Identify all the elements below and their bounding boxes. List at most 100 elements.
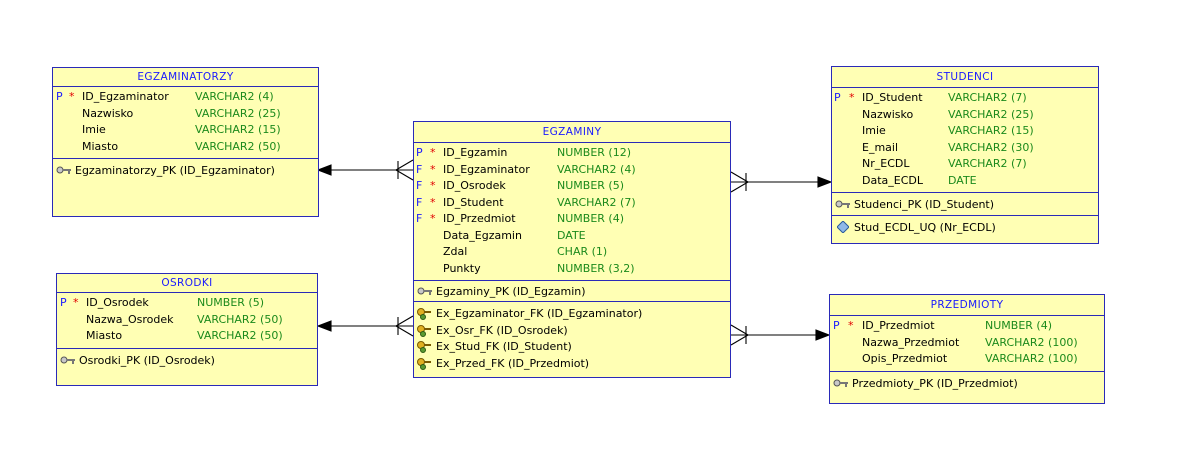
mandatory-marker: * <box>430 212 436 225</box>
column-row[interactable]: Data_ECDL DATE <box>832 173 1098 190</box>
column-row[interactable]: Miasto VARCHAR2 (50) <box>57 328 317 345</box>
column-row[interactable]: Nazwa_Osrodek VARCHAR2 (50) <box>57 312 317 329</box>
column-name: Punkty <box>443 261 481 275</box>
column-row[interactable]: Nazwa_Przedmiot VARCHAR2 (100) <box>830 335 1104 352</box>
column-row[interactable]: Nazwisko VARCHAR2 (25) <box>832 107 1098 124</box>
column-row[interactable]: P * ID_Osrodek NUMBER (5) <box>57 295 317 312</box>
column-row[interactable]: Nr_ECDL VARCHAR2 (7) <box>832 156 1098 173</box>
primary-key-label: Egzaminy_PK (ID_Egzamin) <box>436 285 586 298</box>
unique-key-icon <box>837 221 849 233</box>
column-name: Nazwa_Osrodek <box>86 312 174 326</box>
foreign-key-row[interactable]: Ex_Osr_FK (ID_Osrodek) <box>414 322 730 339</box>
foreign-key-icon <box>417 308 431 320</box>
column-row[interactable]: Nazwisko VARCHAR2 (25) <box>53 106 318 123</box>
keys-section: Egzaminatorzy_PK (ID_Egzaminator) <box>53 159 318 179</box>
uk-section: Stud_ECDL_UQ (Nr_ECDL) <box>832 216 1098 236</box>
primary-key-row[interactable]: Studenci_PK (ID_Student) <box>832 196 1098 213</box>
pk-section: Egzaminy_PK (ID_Egzamin) <box>414 281 730 302</box>
column-row[interactable]: Imie VARCHAR2 (15) <box>53 122 318 139</box>
primary-key-marker: P <box>60 296 67 309</box>
entity-title: EGZAMINATORZY <box>53 68 318 87</box>
entity-title: EGZAMINY <box>414 122 730 143</box>
column-row[interactable]: Data_Egzamin DATE <box>414 228 730 245</box>
key-icon <box>835 200 850 208</box>
foreign-key-row[interactable]: Ex_Egzaminator_FK (ID_Egzaminator) <box>414 305 730 322</box>
column-row[interactable]: Imie VARCHAR2 (15) <box>832 123 1098 140</box>
keys-section: Przedmioty_PK (ID_Przedmiot) <box>830 372 1104 392</box>
column-type: DATE <box>948 173 977 187</box>
column-type: DATE <box>557 228 586 242</box>
keys-section: Osrodki_PK (ID_Osrodek) <box>57 349 317 369</box>
primary-key-marker: P <box>416 146 423 159</box>
column-row[interactable]: F * ID_Osrodek NUMBER (5) <box>414 178 730 195</box>
column-name: Nazwisko <box>862 107 914 121</box>
column-type: VARCHAR2 (30) <box>948 140 1034 154</box>
column-type: VARCHAR2 (25) <box>948 107 1034 121</box>
mandatory-marker: * <box>69 90 75 103</box>
mandatory-marker: * <box>430 195 436 209</box>
primary-key-row[interactable]: Osrodki_PK (ID_Osrodek) <box>57 352 317 369</box>
column-row[interactable]: Punkty NUMBER (3,2) <box>414 261 730 278</box>
column-row[interactable]: P * ID_Egzaminator VARCHAR2 (4) <box>53 89 318 106</box>
primary-key-row[interactable]: Przedmioty_PK (ID_Przedmiot) <box>830 375 1104 392</box>
relationship-egzaminy-osrodki[interactable] <box>316 315 414 337</box>
columns-section: P * ID_Egzamin NUMBER (12) F * ID_Egzami… <box>414 143 730 281</box>
foreign-key-label: Ex_Egzaminator_FK (ID_Egzaminator) <box>436 307 643 320</box>
foreign-key-row[interactable]: Ex_Stud_FK (ID_Student) <box>414 338 730 355</box>
column-row[interactable]: P * ID_Egzamin NUMBER (12) <box>414 145 730 162</box>
column-name: Zdal <box>443 245 468 258</box>
entity-title: STUDENCI <box>832 67 1098 88</box>
column-name: ID_Przedmiot <box>862 319 935 332</box>
column-row[interactable]: Zdal CHAR (1) <box>414 244 730 261</box>
column-name: ID_Osrodek <box>443 179 506 192</box>
column-type: VARCHAR2 (4) <box>557 162 636 176</box>
primary-key-label: Przedmioty_PK (ID_Przedmiot) <box>852 376 1018 390</box>
column-type: VARCHAR2 (7) <box>948 91 1027 104</box>
column-row[interactable]: F * ID_Student VARCHAR2 (7) <box>414 195 730 212</box>
mandatory-marker: * <box>430 179 436 192</box>
primary-key-row[interactable]: Egzaminy_PK (ID_Egzamin) <box>414 283 730 300</box>
column-type: VARCHAR2 (7) <box>948 157 1027 170</box>
column-name: ID_Osrodek <box>86 296 149 309</box>
relationship-egzaminy-studenci[interactable] <box>730 171 833 193</box>
column-row[interactable]: P * ID_Przedmiot NUMBER (4) <box>830 318 1104 335</box>
mandatory-marker: * <box>849 91 855 104</box>
entity-egzaminy[interactable]: EGZAMINY P * ID_Egzamin NUMBER (12) F * … <box>413 121 731 378</box>
column-row[interactable]: E_mail VARCHAR2 (30) <box>832 140 1098 157</box>
column-type: NUMBER (5) <box>197 296 264 309</box>
unique-key-row[interactable]: Stud_ECDL_UQ (Nr_ECDL) <box>832 219 1098 236</box>
columns-section: P * ID_Osrodek NUMBER (5) Nazwa_Osrodek … <box>57 293 317 349</box>
foreign-key-marker: F <box>416 179 423 192</box>
columns-section: P * ID_Przedmiot NUMBER (4) Nazwa_Przedm… <box>830 316 1104 372</box>
entity-osrodki[interactable]: OSRODKI P * ID_Osrodek NUMBER (5) Nazwa_… <box>56 273 318 386</box>
entity-przedmioty[interactable]: PRZEDMIOTY P * ID_Przedmiot NUMBER (4) N… <box>829 294 1105 404</box>
foreign-key-label: Ex_Osr_FK (ID_Osrodek) <box>436 323 568 337</box>
foreign-key-row[interactable]: Ex_Przed_FK (ID_Przedmiot) <box>414 355 730 372</box>
column-type: NUMBER (3,2) <box>557 261 635 275</box>
column-row[interactable]: P * ID_Student VARCHAR2 (7) <box>832 90 1098 107</box>
primary-key-marker: P <box>833 319 840 332</box>
column-type: NUMBER (12) <box>557 146 631 159</box>
relationship-egzaminy-przedmioty[interactable] <box>730 324 831 346</box>
column-name: ID_Egzaminator <box>443 162 530 176</box>
mandatory-marker: * <box>848 319 854 332</box>
column-row[interactable]: Opis_Przedmiot VARCHAR2 (100) <box>830 351 1104 368</box>
column-row[interactable]: F * ID_Przedmiot NUMBER (4) <box>414 211 730 228</box>
foreign-key-marker: F <box>416 212 423 225</box>
fk-section: Ex_Egzaminator_FK (ID_Egzaminator) Ex_Os… <box>414 302 730 371</box>
primary-key-marker: P <box>834 91 841 104</box>
column-name: ID_Student <box>443 195 504 209</box>
column-type: VARCHAR2 (15) <box>948 124 1034 137</box>
relationship-egzaminy-egzaminatorzy[interactable] <box>316 159 414 181</box>
entity-title: OSRODKI <box>57 274 317 293</box>
column-row[interactable]: F * ID_Egzaminator VARCHAR2 (4) <box>414 162 730 179</box>
entity-egzaminatorzy[interactable]: EGZAMINATORZY P * ID_Egzaminator VARCHAR… <box>52 67 319 217</box>
column-name: Nr_ECDL <box>862 157 910 170</box>
column-row[interactable]: Miasto VARCHAR2 (50) <box>53 139 318 156</box>
column-name: Miasto <box>82 139 119 153</box>
mandatory-marker: * <box>430 162 436 176</box>
key-icon <box>833 379 848 387</box>
entity-studenci[interactable]: STUDENCI P * ID_Student VARCHAR2 (7) Naz… <box>831 66 1099 244</box>
primary-key-row[interactable]: Egzaminatorzy_PK (ID_Egzaminator) <box>53 162 318 179</box>
column-name: Imie <box>82 123 106 136</box>
